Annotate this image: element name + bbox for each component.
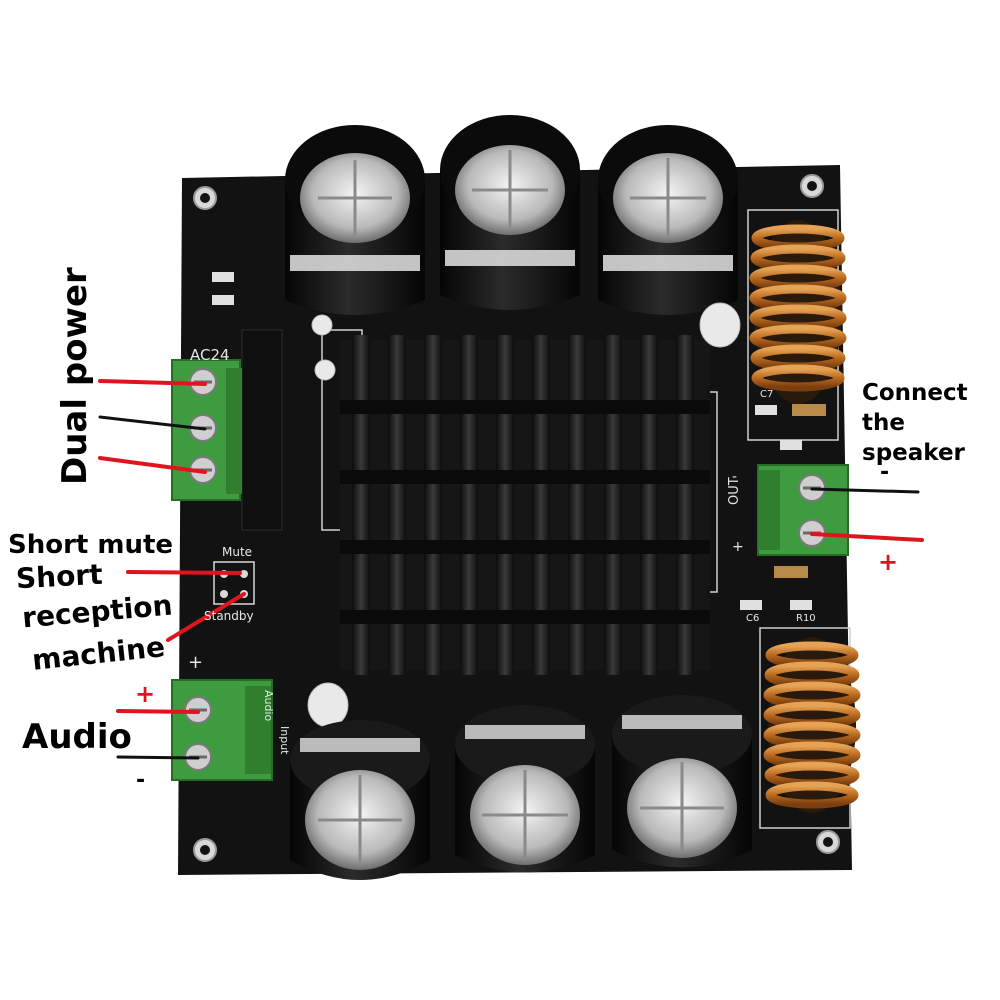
- label-short-reception-1: Short: [15, 557, 104, 596]
- label-speaker-3: speaker: [862, 440, 965, 466]
- silk-out-plus: +: [732, 539, 744, 555]
- label-short-mute: Short mute: [8, 530, 174, 560]
- label-speaker-minus: -: [880, 460, 890, 485]
- annotation-arrows: [98, 379, 924, 760]
- inductor-bottom: [763, 637, 861, 813]
- speaker-terminal: [757, 464, 849, 556]
- bottom-capacitors: [290, 695, 752, 880]
- inductor-top: [749, 220, 847, 404]
- label-speaker-2: the: [862, 410, 905, 436]
- silk-out-minus: -: [732, 469, 738, 485]
- label-dual-power: Dual power: [55, 267, 95, 485]
- silk-ac24: AC24: [190, 346, 230, 364]
- label-speaker-1: Connect: [862, 380, 968, 406]
- power-terminal: [171, 359, 242, 501]
- silk-c6: C6: [746, 613, 760, 624]
- heatsink: [241, 329, 710, 675]
- audio-terminal: [171, 679, 273, 781]
- label-audio: Audio: [22, 717, 132, 757]
- label-speaker-plus: +: [878, 548, 899, 576]
- label-audio-plus: +: [135, 680, 156, 708]
- silk-standby: Standby: [204, 609, 254, 623]
- silk-audio-input-2: Input: [278, 726, 291, 755]
- silk-input-plus: +: [188, 652, 204, 673]
- silk-mute: Mute: [222, 545, 253, 559]
- label-audio-minus: -: [136, 768, 146, 793]
- silk-audio-input-1: Audio: [262, 690, 275, 722]
- top-capacitors: [285, 115, 738, 315]
- silk-r10: R10: [796, 613, 816, 624]
- silk-c7: C7: [760, 389, 774, 400]
